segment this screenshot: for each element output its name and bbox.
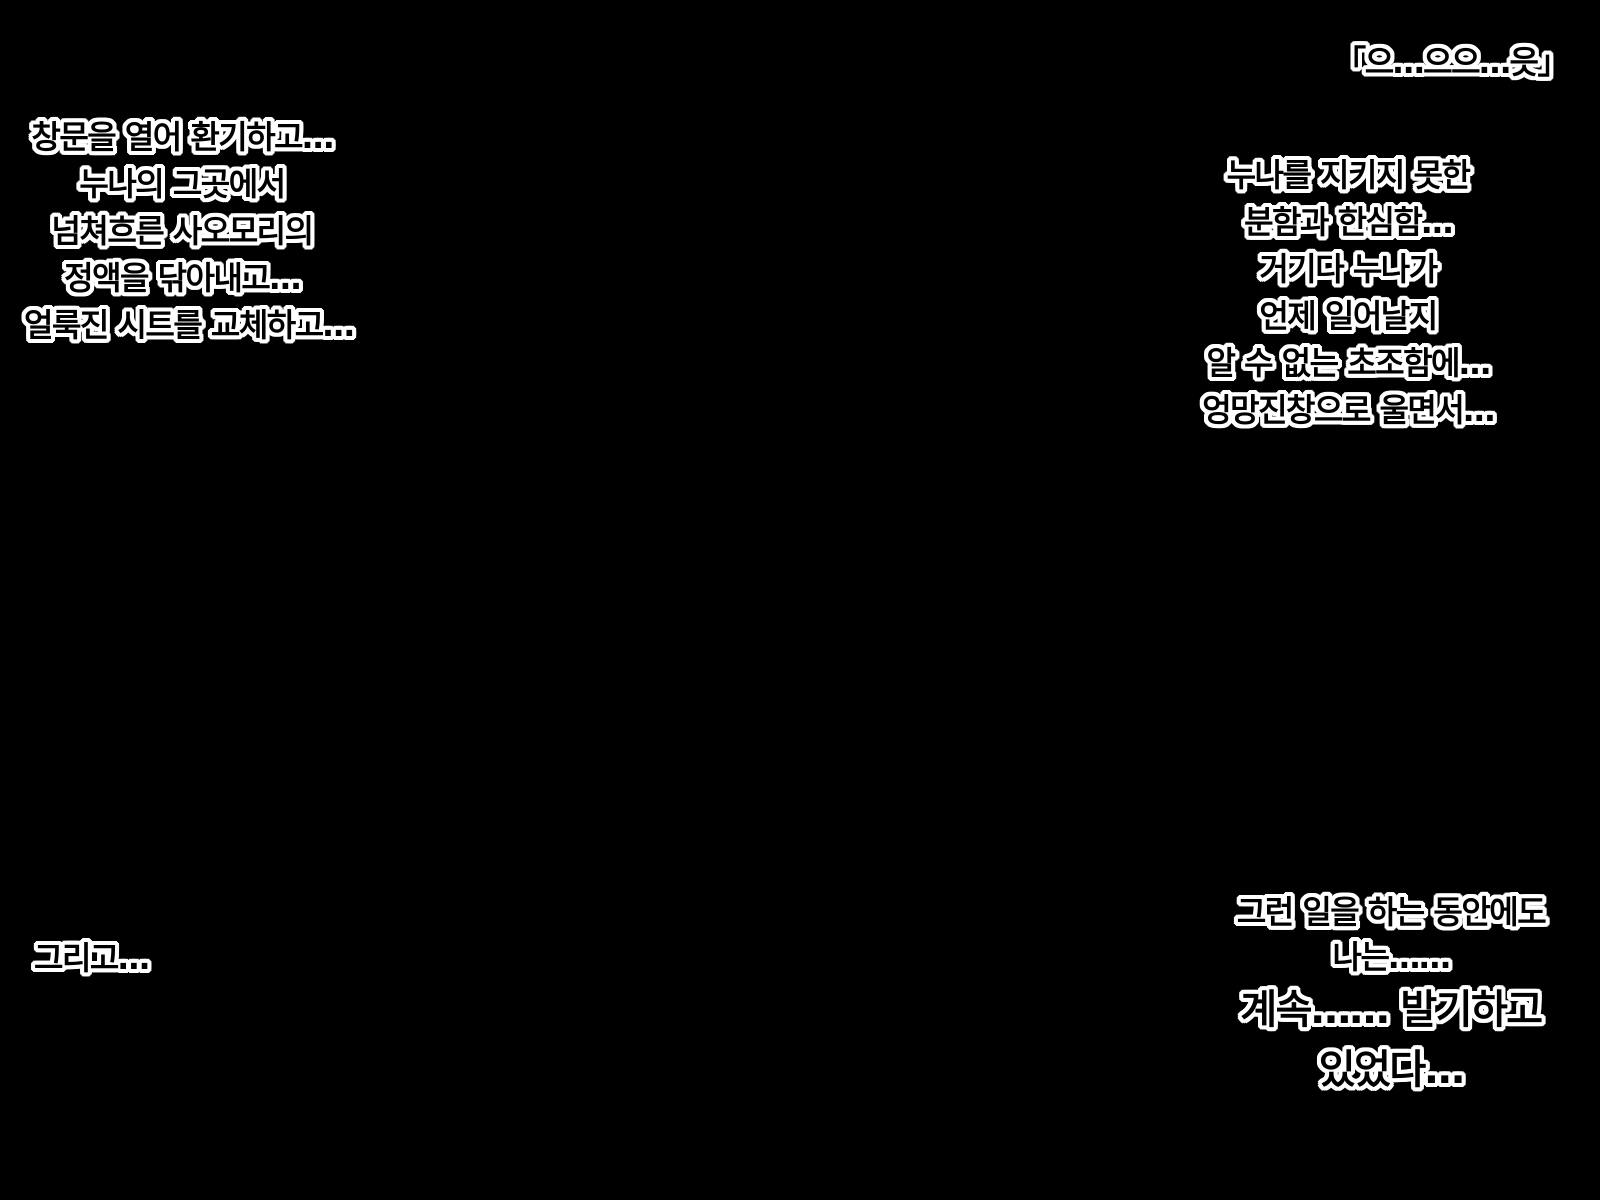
caption-line: 누나를 지키지 못한	[1226, 156, 1471, 194]
caption-bottom-left: 그리고…	[34, 934, 150, 982]
caption-line: 창문을 열어 환기하고…	[31, 118, 334, 156]
caption-line: 넘쳐흐른 사오모리의	[51, 212, 314, 250]
caption-top-right: 「으…으으…읏」	[1334, 38, 1569, 86]
caption-line: 언제 일어날지	[1259, 297, 1438, 335]
caption-line: 엉망진창으로 울면서…	[1202, 391, 1495, 429]
caption-line: 알 수 없는 초조함에…	[1206, 344, 1491, 382]
caption-line: 누나의 그곳에서	[79, 165, 286, 203]
caption-right: 누나를 지키지 못한 분함과 한심함… 거기다 누나가 언제 일어날지 알 수 …	[1196, 152, 1500, 434]
caption-line: 「으…으으…읏」	[1334, 43, 1569, 81]
caption-line-emphasis: 계속…… 발기하고	[1240, 987, 1543, 1033]
caption-line-emphasis: 있었다…	[1318, 1047, 1465, 1093]
caption-line: 얼룩진 시트를 교체하고…	[24, 306, 355, 344]
caption-line: 거기다 누나가	[1259, 250, 1438, 288]
caption-line: 분함과 한심함…	[1244, 203, 1453, 241]
caption-left: 창문을 열어 환기하고… 누나의 그곳에서 넘쳐흐른 사오모리의 정액을 닦아내…	[24, 114, 355, 349]
caption-line: 정액을 닦아내고…	[64, 259, 301, 297]
caption-line: 그리고…	[34, 939, 150, 977]
caption-bottom-right: 그런 일을 하는 동안에도 나는…… 계속…… 발기하고 있었다…	[1226, 890, 1556, 1100]
caption-line: 그런 일을 하는 동안에도	[1236, 893, 1547, 931]
caption-line: 나는……	[1332, 938, 1451, 976]
